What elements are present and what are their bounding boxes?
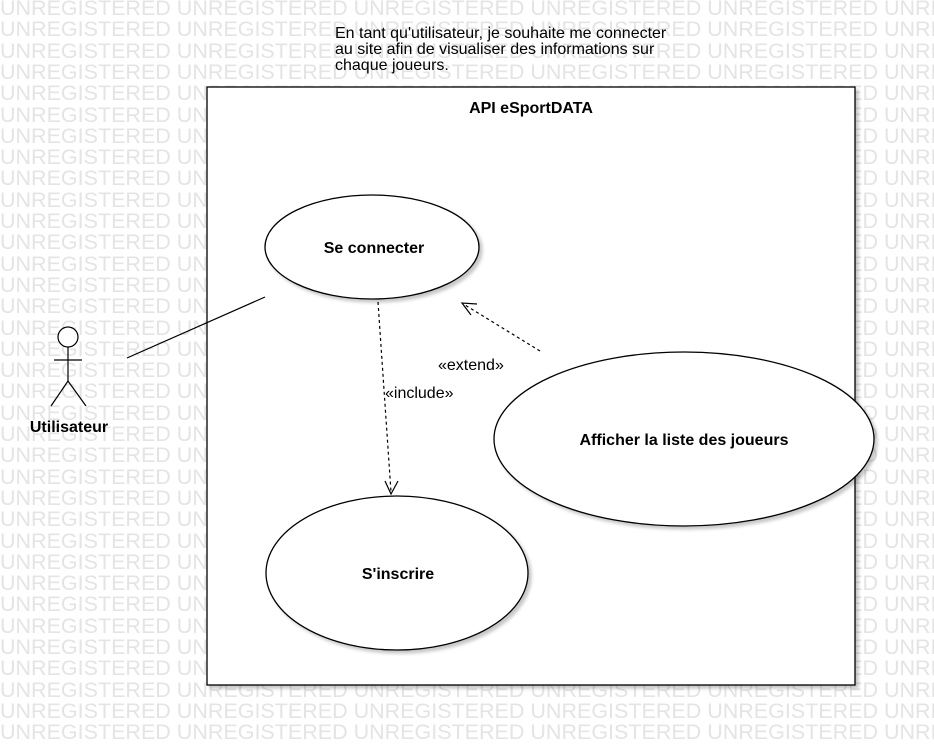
include-relation[interactable]: «include» [377,301,454,496]
include-label: «include» [385,385,454,402]
watermark-row: UNREGISTERED UNREGISTERED UNREGISTERED U… [0,698,934,723]
user-story-note: En tant qu'utilisateur, je souhaite me c… [335,26,755,74]
actor-label: Utilisateur [30,419,108,436]
extend-label: «extend» [438,357,504,374]
use-case-afficher-liste-joueurs[interactable]: Afficher la liste des joueurs [493,351,875,527]
watermark-row: UNREGISTERED UNREGISTERED UNREGISTERED U… [0,0,934,20]
arrow-head-icon [384,480,399,496]
watermark-row: UNREGISTERED UNREGISTERED UNREGISTERED U… [0,17,934,42]
stick-figure-icon [50,326,87,407]
arrow-head-icon [460,302,478,316]
user-story-line-1: En tant qu'utilisateur, je souhaite me c… [335,25,667,42]
watermark-row: UNREGISTERED UNREGISTERED UNREGISTERED U… [0,59,934,84]
system-title: API eSportDATA [469,100,593,117]
user-story-line-3: chaque joueurs. [335,57,449,74]
watermark-row: UNREGISTERED UNREGISTERED UNREGISTERED U… [0,38,934,63]
use-case-se-connecter[interactable]: Se connecter [264,194,480,300]
use-case-s-inscrire[interactable]: S'inscrire [265,495,529,651]
extend-relation[interactable]: «extend» [438,302,541,374]
actor-utilisateur[interactable]: Utilisateur [30,326,108,436]
use-case-label: Afficher la liste des joueurs [580,432,789,449]
use-case-label: Se connecter [324,240,424,257]
watermark-row: UNREGISTERED UNREGISTERED UNREGISTERED U… [0,720,934,745]
use-case-label: S'inscrire [362,566,434,583]
user-story-line-2: au site afin de visualiser des informati… [335,41,655,58]
association-line [126,296,266,359]
